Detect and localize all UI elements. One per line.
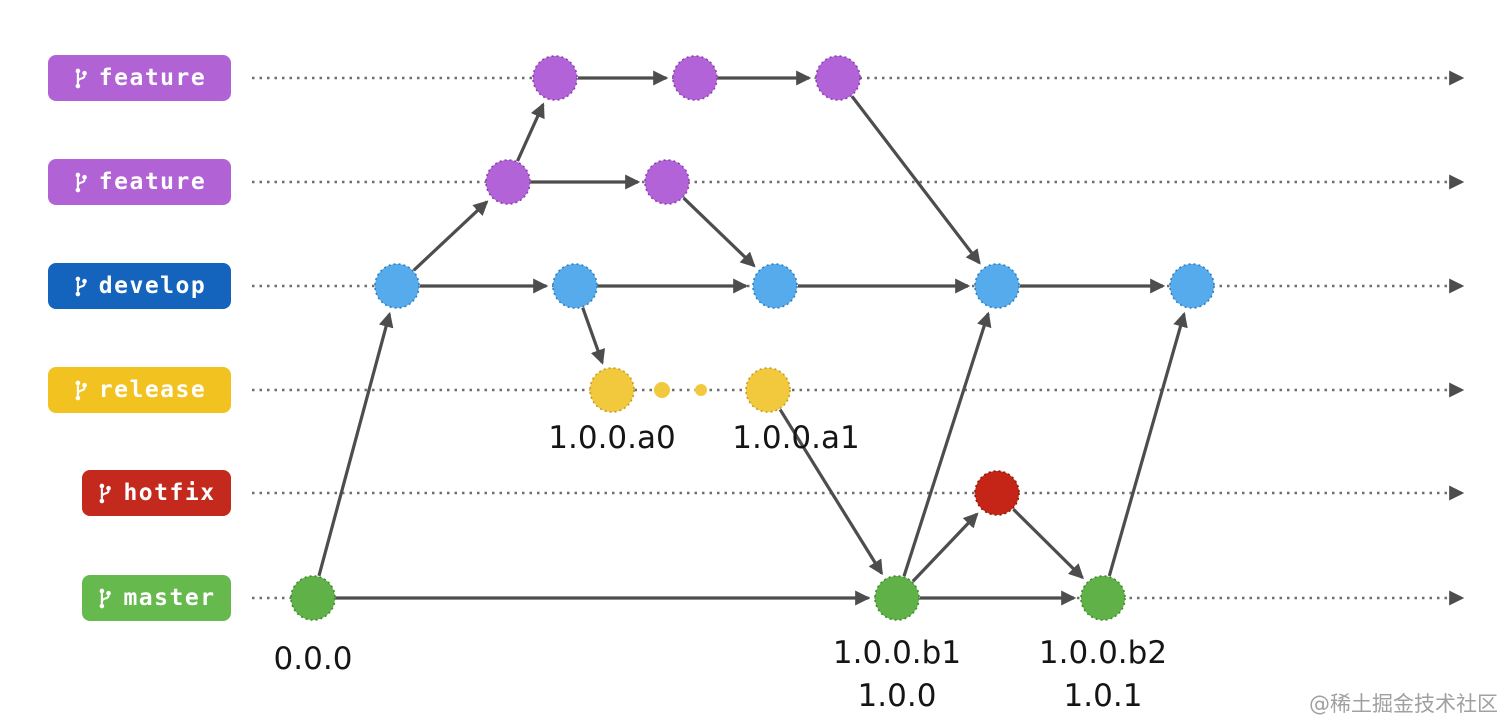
branch-badge-label: hotfix [123,480,216,506]
edge-fA3-d4 [850,95,981,265]
branch-badge-develop: develop [48,263,231,309]
branch-badge-label: feature [98,65,207,91]
branch-badge-feature-1: feature [48,55,231,101]
edge-d2-r1 [581,307,606,365]
branch-badge-release: release [48,367,231,413]
branch-badge-feature-2: feature [48,159,231,205]
branch-badge-label: develop [98,273,207,299]
branch-badge-master: master [82,575,231,621]
git-branch-icon [75,276,87,296]
version-label-1: 1.0.0.a1 [732,420,859,456]
version-label-0: 1.0.0.a0 [548,420,675,456]
commit-node-d2 [552,263,598,309]
commit-node-r2 [745,367,791,413]
git-branch-icon [75,380,87,400]
version-label-2: 0.0.0 [274,641,353,677]
commit-node-fB2 [644,159,690,205]
git-branch-icon [100,483,112,503]
version-label-6: 1.0.1 [1064,678,1143,714]
commit-node-fB1 [485,159,531,205]
version-label-3: 1.0.0.b1 [833,635,961,671]
edge-d1-fB1 [412,200,489,272]
commit-node-d1 [374,263,420,309]
git-branch-icon [100,588,112,608]
commit-node-d3 [752,263,798,309]
commit-node-m1 [290,575,336,621]
branch-badge-label: feature [98,169,207,195]
branch-badge-label: release [98,377,207,403]
branch-badge-hotfix: hotfix [82,470,231,516]
edge-m2-h1 [911,512,979,583]
edge-fB1-fA1 [516,102,545,162]
commit-node-fA1 [532,55,578,101]
commit-node-r1 [589,367,635,413]
edge-h1-m3 [1012,508,1084,580]
commit-node-m2 [874,575,920,621]
branch-badge-label: master [123,585,216,611]
edge-m3-d5 [1107,311,1188,577]
edge-m2-d4 [902,311,992,577]
commit-node-m3 [1080,575,1126,621]
version-label-5: 1.0.0.b2 [1039,635,1167,671]
commit-node-h1 [974,470,1020,516]
edge-r2-m2 [778,408,884,576]
git-branch-icon [75,68,87,88]
commit-node-d4 [974,263,1020,309]
ellipsis-dot-1 [695,384,707,396]
version-label-4: 1.0.0 [858,678,937,714]
commit-node-fA2 [672,55,718,101]
edge-fB2-d3 [682,196,756,268]
git-branch-icon [75,172,87,192]
commit-node-fA3 [815,55,861,101]
watermark: @稀土掘金技术社区 [1309,692,1498,716]
commit-node-d5 [1169,263,1215,309]
ellipsis-dot-0 [654,382,670,398]
edge-m1-d1 [317,311,394,577]
